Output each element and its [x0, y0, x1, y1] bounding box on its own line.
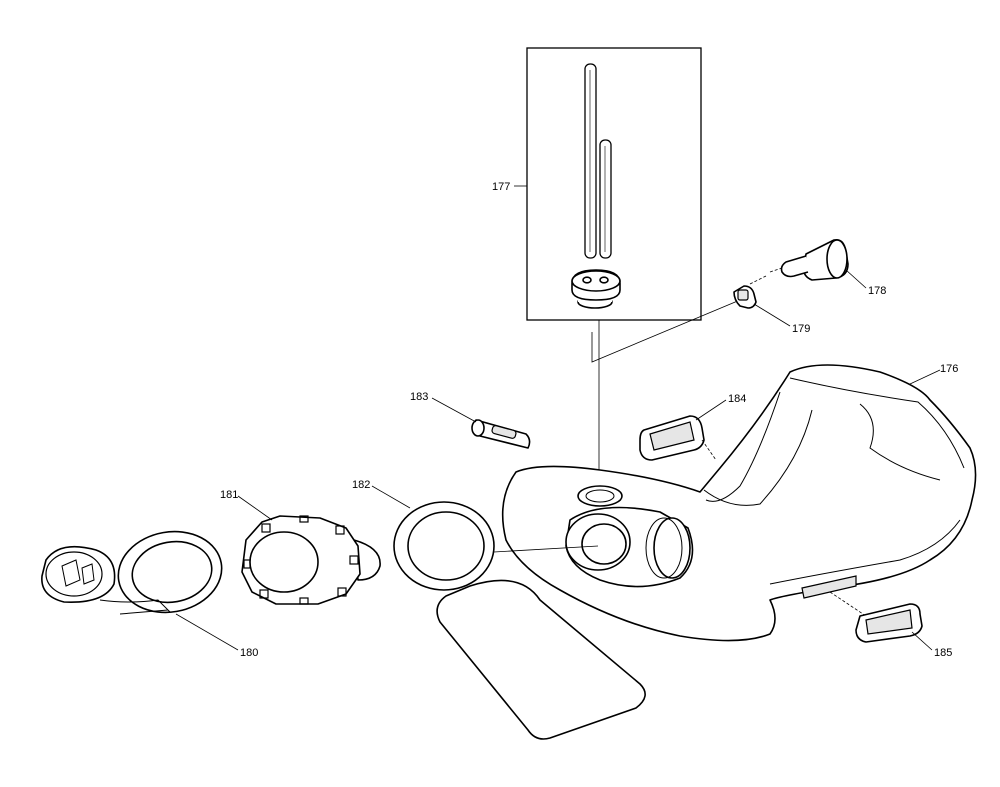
callout-182: 182 — [352, 479, 370, 491]
part-183-plug — [471, 419, 531, 449]
part-181-cap — [241, 515, 381, 605]
callout-177: 177 — [492, 181, 510, 193]
callout-178: 178 — [868, 285, 886, 297]
callouts: 176 177 178 179 180 181 182 183 184 185 — [220, 181, 958, 659]
part-182-strainer — [393, 501, 646, 740]
callout-179: 179 — [792, 323, 810, 335]
part-179-clip — [733, 285, 757, 309]
callout-183: 183 — [410, 391, 428, 403]
leader-lines — [175, 185, 941, 651]
callout-181: 181 — [220, 489, 238, 501]
callout-180: 180 — [240, 647, 258, 659]
callout-185: 185 — [934, 647, 952, 659]
callout-184: 184 — [728, 393, 746, 405]
part-177-inset — [526, 47, 702, 321]
part-180-strap — [41, 530, 223, 615]
callout-176: 176 — [940, 363, 958, 375]
part-178-fuel-filter — [749, 238, 849, 285]
part-185-rubber-mount — [855, 603, 923, 643]
part-184-rubber-mount — [639, 415, 717, 461]
part-176-fuel-tank — [501, 364, 977, 642]
